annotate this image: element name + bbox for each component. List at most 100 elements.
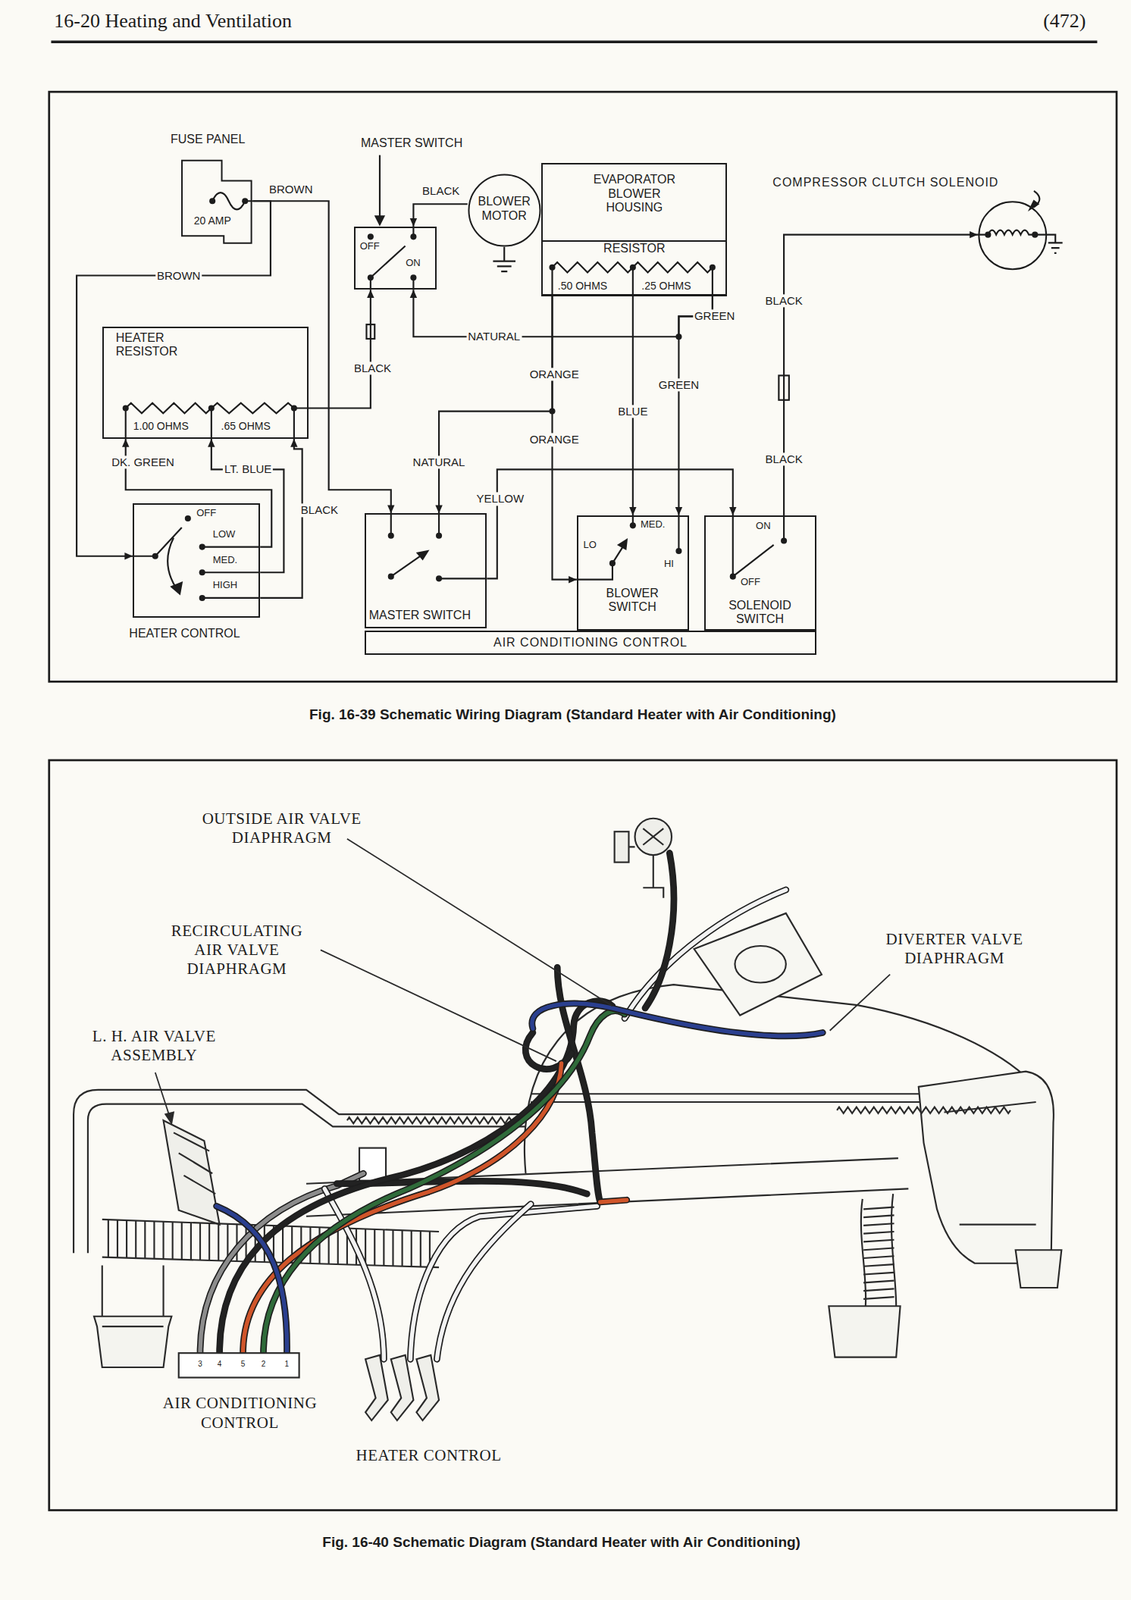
wire-connector: [122, 438, 272, 548]
arrowhead: [729, 507, 737, 516]
vacuum-hose: [645, 853, 674, 1009]
fuse-panel-outline: [178, 158, 254, 245]
hose-rib: [382, 1229, 385, 1266]
node-text: LOW: [213, 529, 236, 541]
heading-text: MASTER SWITCH: [360, 136, 463, 151]
arrowhead: [171, 582, 182, 595]
resistor-box: RESISTOR.50 OHMS.25 OHMS: [541, 240, 727, 297]
resistor-box: HEATER RESISTOR1.00 OHMS.65 OHMS: [102, 326, 309, 439]
wire-color-label: BLACK: [420, 184, 461, 198]
terminal-dot: [367, 233, 374, 240]
arrowhead: [375, 216, 385, 225]
wire-line: [486, 469, 733, 579]
terminal-dot: [410, 274, 417, 281]
leader-line: [830, 974, 890, 1031]
wire-line: [308, 289, 371, 408]
switch-box: ON OFF SOLENOID SWITCH: [704, 515, 817, 631]
node-text: ON: [755, 520, 771, 533]
hose-rib: [116, 1220, 119, 1259]
fuse-symbol: [212, 192, 254, 210]
wire-color-label: BLACK: [299, 504, 340, 517]
vacuum-hose: [532, 1003, 823, 1037]
vacuum-hose: [216, 1206, 288, 1354]
leader-line: [379, 155, 381, 218]
terminal-dot: [291, 404, 298, 411]
circle-outline: [977, 200, 1048, 271]
vacuum-hose: [600, 1199, 627, 1203]
hose-rib: [181, 1222, 183, 1260]
blower-motor: [734, 946, 786, 983]
node-text: 1.00 OHMS: [133, 419, 189, 433]
hose-rib: [199, 1223, 201, 1261]
terminal-dot: [199, 595, 206, 602]
clutch-solenoid: COMPRESSOR CLUTCH SOLENOID: [977, 200, 1048, 271]
connector-block: [178, 1353, 300, 1378]
wire-color-label: NATURAL: [466, 330, 522, 344]
hose-rib: [401, 1230, 404, 1266]
leader-line: [320, 949, 557, 1062]
wire-color-label: NATURAL: [411, 455, 467, 469]
hose-rib: [863, 1240, 894, 1243]
callout-label: RECIRCULATING AIR VALVE DIAPHRAGM: [155, 921, 319, 980]
wiring-symbol: [49, 41, 1117, 1511]
terminal-dot: [122, 404, 129, 411]
node-text: MASTER SWITCH: [369, 608, 471, 623]
hose-rib: [863, 1231, 894, 1235]
lower-duct: [306, 1158, 909, 1217]
dash-illustration: [73, 818, 1062, 1421]
terminal-dot: [1031, 231, 1038, 239]
hose-rib: [863, 1256, 894, 1259]
callout-label: DIVERTER VALVE DIAPHRAGM: [862, 930, 1047, 969]
node-text: 20 AMP: [194, 214, 232, 227]
hose-rib: [337, 1228, 339, 1265]
circle-outline: [978, 202, 1047, 270]
wire-color-label: BROWN: [155, 269, 203, 282]
blower-motor: BLOWER MOTOR: [467, 173, 542, 248]
node-text: .50 OHMS: [557, 279, 608, 292]
wire-line: [413, 289, 712, 337]
terminal-dot: [410, 233, 417, 240]
wire-line: [211, 438, 285, 573]
vacuum-hose: [436, 1204, 531, 1360]
ground-symbol: [492, 247, 516, 272]
hose-rib: [863, 1272, 894, 1276]
resistor-symbol: [632, 262, 713, 273]
hose-rib: [153, 1221, 155, 1259]
terminal-dot: [152, 553, 159, 560]
arrowhead: [675, 507, 683, 516]
outlet: [102, 1325, 164, 1328]
terminal-dot: [388, 532, 395, 539]
switch-contact: [391, 513, 488, 579]
node-text: OFF: [740, 576, 761, 589]
arrowhead: [410, 289, 417, 298]
wire-color-label: BLACK: [764, 294, 805, 308]
wire-connector: [435, 296, 552, 514]
terminal-dot: [184, 515, 192, 522]
wire-connector: [76, 200, 271, 560]
terminal-dot: [435, 575, 442, 582]
heading-text: FUSE PANEL: [170, 132, 245, 147]
hose-rib: [863, 1223, 894, 1226]
figure-frame: [49, 91, 1117, 682]
hose-rib: [419, 1231, 422, 1267]
hose-rib: [217, 1223, 220, 1261]
wire-line: [783, 234, 978, 516]
terminal-dot: [609, 560, 616, 567]
callout-label: L. H. AIR VALVE ASSEMBLY: [67, 1027, 242, 1066]
arrowhead: [969, 231, 978, 239]
duct: [102, 1265, 164, 1316]
heading-text: HEATER CONTROL: [128, 626, 240, 641]
hose-rib: [863, 1288, 894, 1291]
vacuum-hose: [532, 1003, 823, 1037]
wire-connector: [207, 438, 284, 573]
hose-rib: [144, 1221, 146, 1260]
hose-rib: [318, 1227, 320, 1264]
node-text: LO: [583, 539, 597, 552]
switch-contact: [733, 515, 784, 577]
node-text: SOLENOID SWITCH: [728, 598, 792, 627]
hose-rib: [162, 1221, 164, 1260]
hose-rib: [134, 1220, 137, 1259]
arrowhead: [207, 438, 215, 448]
arrowhead: [122, 438, 129, 448]
